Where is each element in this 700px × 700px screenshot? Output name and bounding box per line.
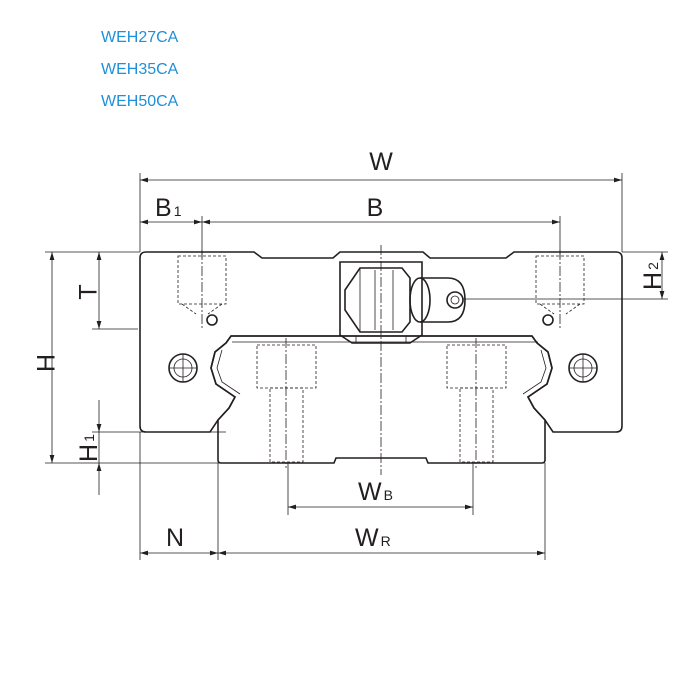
model-weh50ca: WEH50CA — [101, 93, 179, 110]
dim-b-label: B — [367, 194, 384, 222]
model-weh35ca: WEH35CA — [101, 61, 179, 78]
dimension-lines — [49, 177, 665, 556]
dim-h1-label: H1 — [75, 434, 103, 462]
model-weh27ca: WEH27CA — [101, 29, 179, 46]
extension-lines — [45, 173, 668, 560]
dim-h2-label: H2 — [639, 262, 667, 290]
guide-rail — [210, 335, 553, 468]
dim-w-label: W — [369, 148, 393, 176]
dim-n-label: N — [166, 524, 184, 552]
grease-nipple — [344, 267, 466, 333]
slider-block — [139, 245, 623, 475]
dim-h-label: H — [33, 354, 61, 372]
model-list: WEH27CA WEH35CA WEH50CA — [101, 27, 178, 123]
dim-t-label: T — [75, 284, 103, 299]
